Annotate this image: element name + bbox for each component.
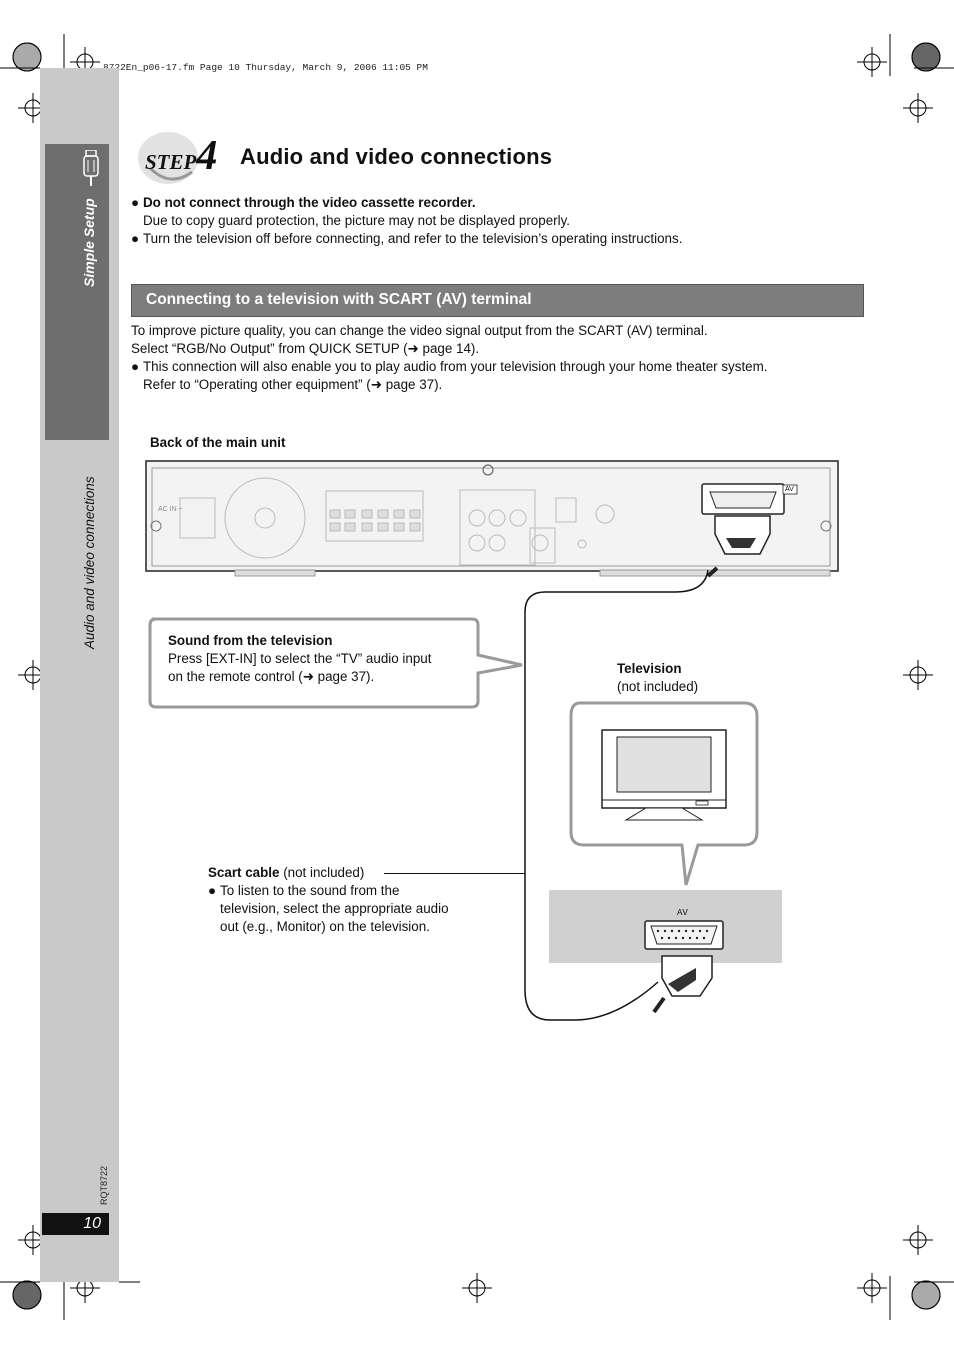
callout-line-2: on the remote control (➜ page 37). — [168, 669, 375, 684]
sidebar-topic-label: Audio and video connections — [82, 476, 97, 649]
section-bullet-line-2: Refer to “Operating other equipment” (➜ … — [143, 377, 443, 392]
scart-bullet-line-1: To listen to the sound from the — [220, 883, 400, 898]
television-note: (not included) — [617, 679, 699, 694]
section-body: To improve picture quality, you can chan… — [131, 322, 861, 394]
section-para-line-2: Select “RGB/No Output” from QUICK SETUP … — [131, 341, 480, 356]
ac-in-label: AC IN ~ — [158, 506, 183, 513]
sidebar-section-tab-content: Simple Setup — [45, 144, 109, 440]
step-badge-icon — [138, 132, 198, 184]
cable-plug-icon — [83, 150, 99, 186]
section-header-bar — [131, 284, 864, 317]
section-bullet-line-1: This connection will also enable you to … — [143, 359, 768, 374]
scart-bullet-line-2: television, select the appropriate audio — [220, 901, 449, 916]
unit-av-label: AV — [785, 486, 794, 493]
bullet-glyph: ● — [131, 231, 140, 246]
scart-bullet-line-3: out (e.g., Monitor) on the television. — [220, 919, 430, 934]
television-illustration — [569, 701, 759, 886]
intro-bullet-1: Do not connect through the video cassett… — [143, 195, 476, 210]
scart-cable-note: Scart cable (not included) ● To listen t… — [208, 864, 508, 936]
intro-bullet-1-detail: Due to copy guard protection, the pictur… — [143, 213, 571, 228]
television-label: Television — [617, 661, 682, 676]
scart-cable-path — [524, 570, 709, 1021]
doc-code: RQT8722 — [99, 1165, 109, 1205]
bullet-glyph: ● — [131, 195, 140, 210]
callout-line-1: Press [EXT-IN] to select the “TV” audio … — [168, 651, 432, 666]
callout-box — [148, 617, 523, 709]
tv-scart-socket-and-plug — [644, 920, 724, 1014]
sidebar-section-tab — [45, 144, 109, 440]
page-title: Audio and video connections — [240, 144, 553, 169]
main-unit-back-panel — [145, 460, 839, 578]
file-header-line: 8722En_p06-17.fm Page 10 Thursday, March… — [103, 62, 428, 73]
scart-cable-label: Scart cable — [208, 865, 280, 880]
intro-bullets: ● Do not connect through the video casse… — [131, 194, 863, 248]
scart-leader-line — [384, 873, 525, 874]
bullet-glyph: ● — [131, 359, 140, 374]
tv-av-label: AV — [677, 908, 688, 918]
section-para-line-1: To improve picture quality, you can chan… — [131, 323, 708, 338]
page-number: 10 — [42, 1213, 109, 1235]
television-label-block: Television (not included) — [617, 660, 698, 696]
callout-content: Sound from the television Press [EXT-IN]… — [168, 632, 478, 686]
callout-title: Sound from the television — [168, 633, 333, 648]
step-label: STEP4 — [145, 133, 218, 179]
scart-cable-note-text: (not included) — [279, 865, 365, 880]
sidebar-section-label: Simple Setup — [81, 198, 97, 287]
back-panel-label: Back of the main unit — [150, 435, 286, 450]
bullet-glyph: ● — [208, 883, 217, 898]
intro-bullet-2: Turn the television off before connectin… — [143, 231, 683, 246]
section-title: Connecting to a television with SCART (A… — [146, 291, 532, 308]
